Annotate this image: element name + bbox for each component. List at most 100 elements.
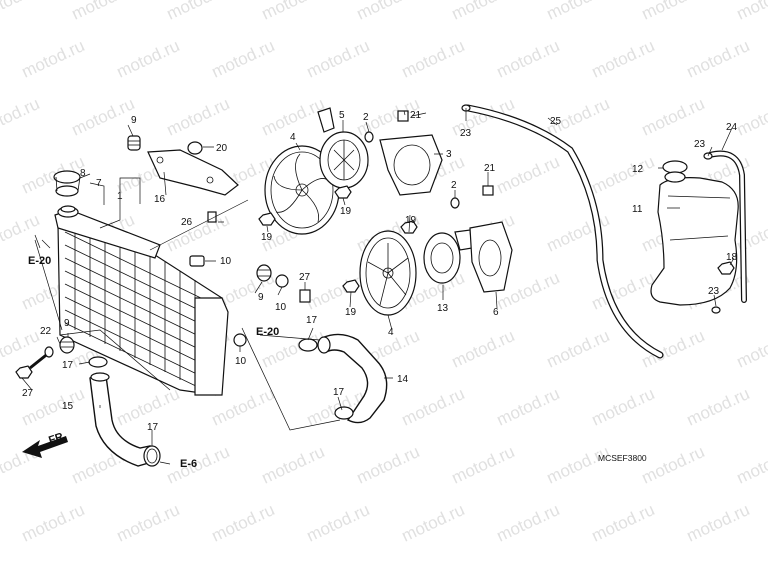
bolt-27-mid: [299, 289, 311, 303]
callout-24: 24: [726, 122, 738, 133]
callout-10-mid: 10: [275, 302, 287, 313]
callout-9-left: 9: [64, 318, 70, 329]
watermark-text: motod.ru: [399, 384, 468, 430]
watermark-text: motod.ru: [639, 94, 708, 140]
callout-6: 6: [493, 307, 499, 318]
callout-17-left: 17: [62, 360, 74, 371]
bolt-26: [207, 211, 217, 223]
radiator-cap: [53, 170, 81, 197]
callout-16: 16: [154, 194, 166, 205]
callout-5: 5: [339, 110, 345, 121]
callout-23-b: 23: [694, 139, 706, 150]
watermark-text: motod.ru: [164, 94, 233, 140]
callout-17-upper: 17: [306, 315, 318, 326]
hose-clamp-17-left: [88, 356, 108, 368]
callout-21-lower: 21: [484, 163, 496, 174]
watermark-text: motod.ru: [164, 0, 233, 24]
ref-e6: E-6: [180, 458, 197, 470]
watermark-text: motod.ru: [0, 0, 42, 24]
watermark-text: motod.ru: [544, 0, 613, 24]
callout-10-upper: 10: [220, 256, 232, 267]
callout-22: 22: [40, 326, 52, 337]
watermark-text: motod.ru: [494, 384, 563, 430]
watermark-text: motod.ru: [209, 36, 278, 82]
callout-1: 1: [117, 191, 123, 202]
front-direction-label: FR.: [47, 430, 68, 447]
hose-clamp-17-lower: [143, 445, 161, 467]
watermark-text: motod.ru: [494, 36, 563, 82]
bracket-16: [147, 149, 239, 196]
bolt-27-left: [15, 365, 33, 379]
reserve-tank-cap-12: [662, 160, 688, 183]
watermark-text: motod.ru: [69, 0, 138, 24]
overflow-tube-24: [707, 150, 747, 303]
callout-9-top: 9: [131, 115, 137, 126]
fan-motor-13: [423, 229, 473, 284]
callout-25: 25: [550, 116, 562, 127]
fan-shroud-3: [379, 134, 443, 196]
siphon-tube-25: [464, 104, 664, 359]
rubber-20: [187, 141, 203, 155]
radiator: [54, 205, 229, 396]
watermark-text: motod.ru: [734, 94, 768, 140]
watermark-text: motod.ru: [164, 210, 233, 256]
wire-clip-2-lower: [450, 197, 460, 209]
nut-19-b: [334, 185, 352, 199]
callout-10-right: 10: [235, 356, 247, 367]
watermark-text: motod.ru: [589, 384, 658, 430]
callout-12: 12: [632, 164, 644, 175]
callout-11: 11: [632, 204, 643, 215]
callout-21-upper: 21: [410, 110, 422, 121]
watermark-text: motod.ru: [114, 36, 183, 82]
diagram-code: MCSEF3800: [598, 453, 647, 463]
nut-19-d: [342, 279, 360, 293]
radiator-hose-15: [89, 372, 153, 467]
hose-clamp-17-upper: [298, 338, 318, 352]
grommet-9-lower: [59, 336, 75, 354]
watermark-text: motod.ru: [449, 442, 518, 488]
callout-27-mid: 27: [299, 272, 311, 283]
callout-9-mid: 9: [258, 292, 264, 303]
callout-23-c: 23: [708, 286, 720, 297]
watermark-text: motod.ru: [589, 152, 658, 198]
radiator-hose-14: [317, 333, 388, 424]
watermark-text: motod.ru: [399, 500, 468, 546]
collar-10-mid: [275, 274, 289, 288]
callout-2-upper: 2: [363, 112, 369, 123]
radiator-mount-grommet-9: [127, 135, 141, 151]
callout-14: 14: [397, 374, 409, 385]
watermark-text: motod.ru: [19, 36, 88, 82]
ref-e20-left: E-20: [28, 255, 51, 267]
watermark-text: motod.ru: [399, 36, 468, 82]
callout-19-a: 19: [261, 232, 273, 243]
callout-27-left: 27: [22, 388, 34, 399]
watermark-text: motod.ru: [164, 442, 233, 488]
watermark-text: motod.ru: [494, 500, 563, 546]
callout-26: 26: [181, 217, 193, 228]
nut-19-a: [258, 212, 276, 226]
reserve-tank-11: [650, 177, 739, 306]
watermark-text: motod.ru: [734, 0, 768, 24]
callout-17-mid: 17: [333, 387, 345, 398]
watermark-text: motod.ru: [0, 94, 42, 140]
watermark-text: motod.ru: [304, 500, 373, 546]
watermark-text: motod.ru: [544, 442, 613, 488]
watermark-text: motod.ru: [684, 500, 753, 546]
watermark-text: motod.ru: [589, 36, 658, 82]
watermark-text: motod.ru: [259, 442, 328, 488]
bolt-22: [29, 346, 54, 370]
callout-4-lower: 4: [388, 327, 394, 338]
watermark-text: motod.ru: [114, 500, 183, 546]
watermark-text: motod.ru: [734, 326, 768, 372]
ref-e20-mid: E-20: [256, 326, 279, 338]
watermark-text: motod.ru: [544, 326, 613, 372]
callout-numbers: 1 7 8 9 20 16 26 10 9 10 27 10 9 22 17 2…: [22, 110, 738, 433]
fan-motor-5: [317, 107, 369, 189]
bolt-10-upper: [189, 255, 205, 267]
callout-8: 8: [80, 168, 86, 179]
watermark-text: motod.ru: [684, 36, 753, 82]
clip-23-c: [711, 306, 721, 314]
watermark-text: motod.ru: [589, 268, 658, 314]
callout-3: 3: [446, 149, 452, 160]
callout-20: 20: [216, 143, 228, 154]
